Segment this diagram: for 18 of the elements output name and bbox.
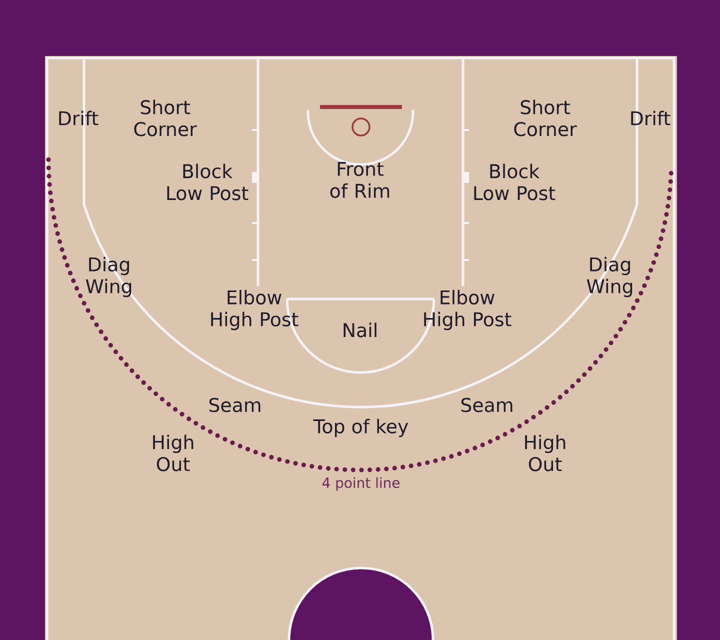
position-label: Elbow High Post [424, 290, 512, 330]
line-label: 4 point line [322, 477, 400, 491]
position-label: Seam [461, 398, 512, 412]
position-label: Seam [209, 398, 260, 412]
position-label: Block Low Post [167, 164, 248, 200]
position-label: Block Low Post [474, 164, 556, 200]
position-label: Drift [59, 110, 98, 126]
position-label: Diag Wing [86, 256, 132, 298]
position-label: Elbow High Post [211, 290, 298, 330]
position-label: High Out [525, 434, 566, 472]
position-label: Diag Wing [586, 256, 632, 298]
position-label: Drift [631, 110, 670, 126]
position-label: Nail [344, 322, 376, 338]
position-label: Short Corner [134, 100, 197, 136]
position-label: Top of key [313, 418, 408, 438]
position-label: Short Corner [514, 100, 577, 136]
position-label: Front of Rim [330, 162, 390, 198]
position-label: High Out [153, 434, 194, 472]
